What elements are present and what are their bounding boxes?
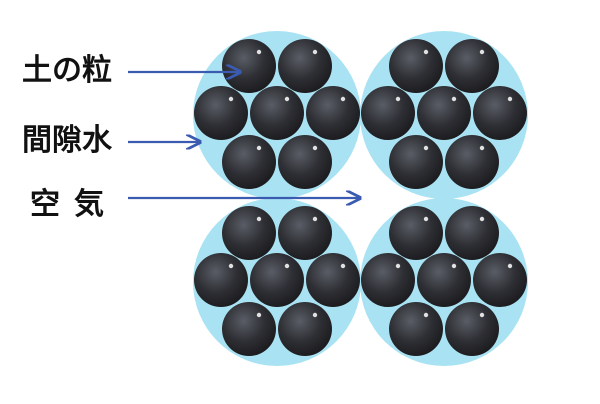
particle-highlight — [312, 145, 318, 151]
particle-highlight — [451, 263, 457, 269]
soil-particle — [222, 206, 276, 260]
soil-particle — [306, 86, 360, 140]
particle-highlight — [423, 145, 429, 151]
soil-particle — [473, 253, 527, 307]
particle-highlight — [423, 312, 429, 318]
soil-particle — [194, 86, 248, 140]
particle-highlight — [507, 96, 513, 102]
particle-highlight — [228, 96, 234, 102]
particle-highlight — [312, 49, 318, 55]
label-arrows — [128, 72, 360, 198]
particle-highlight — [451, 96, 457, 102]
soil-particle — [445, 206, 499, 260]
particle-highlight — [284, 96, 290, 102]
label-pore-water: 間隙水 — [22, 123, 112, 158]
soil-particle — [222, 302, 276, 356]
particle-highlight — [423, 49, 429, 55]
soil-particle — [278, 39, 332, 93]
soil-particle — [389, 302, 443, 356]
soil-particle — [278, 302, 332, 356]
soil-particle — [417, 86, 471, 140]
particle-highlight — [228, 263, 234, 269]
particle-highlight — [340, 96, 346, 102]
soil-aggregate — [193, 198, 361, 366]
soil-aggregates — [193, 31, 528, 366]
particle-highlight — [256, 216, 262, 222]
particle-highlight — [340, 263, 346, 269]
particle-highlight — [395, 263, 401, 269]
soil-aggregate — [193, 31, 361, 199]
particle-highlight — [256, 49, 262, 55]
soil-particle — [250, 253, 304, 307]
particle-highlight — [479, 145, 485, 151]
soil-particle — [417, 253, 471, 307]
soil-particle — [389, 135, 443, 189]
particle-highlight — [479, 216, 485, 222]
soil-particle — [278, 206, 332, 260]
soil-particle — [194, 253, 248, 307]
particle-highlight — [312, 216, 318, 222]
soil-particle — [445, 302, 499, 356]
soil-aggregate — [360, 31, 528, 199]
particle-highlight — [284, 263, 290, 269]
soil-aggregate — [360, 198, 528, 366]
soil-particle — [389, 39, 443, 93]
particle-highlight — [395, 96, 401, 102]
soil-particle — [389, 206, 443, 260]
particle-highlight — [256, 145, 262, 151]
soil-particle — [445, 135, 499, 189]
particle-highlight — [479, 312, 485, 318]
soil-particle — [361, 253, 415, 307]
soil-particle — [222, 39, 276, 93]
particle-highlight — [256, 312, 262, 318]
particle-highlight — [423, 216, 429, 222]
soil-particle — [473, 86, 527, 140]
soil-particle — [222, 135, 276, 189]
particle-highlight — [507, 263, 513, 269]
label-air: 空気 — [30, 187, 118, 222]
particle-highlight — [312, 312, 318, 318]
soil-particle — [361, 86, 415, 140]
label-soil-particle: 土の粒 — [22, 53, 112, 88]
soil-particle — [445, 39, 499, 93]
particle-highlight — [479, 49, 485, 55]
soil-particle — [278, 135, 332, 189]
soil-particle — [250, 86, 304, 140]
soil-particle — [306, 253, 360, 307]
